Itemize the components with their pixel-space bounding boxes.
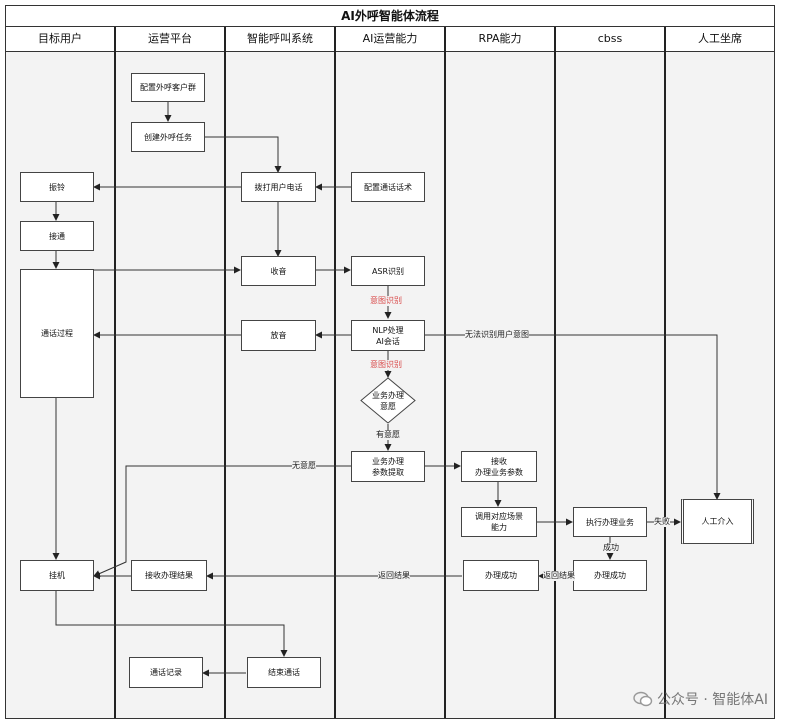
lane-header-rpa: RPA能力: [446, 27, 554, 52]
node-config-script[interactable]: 配置通话话术: [351, 172, 425, 202]
node-manual-intervention[interactable]: 人工介入: [681, 499, 754, 544]
diagram-title: AI外呼智能体流程: [6, 6, 774, 27]
lane-header-cbss: cbss: [556, 27, 664, 52]
edge-label-unrecognized-intent: 无法识别用户意图: [465, 330, 529, 340]
node-play-audio[interactable]: 放音: [241, 320, 316, 351]
edge-label-intent-recognition: 意图识别: [370, 296, 402, 306]
node-answer[interactable]: 接通: [20, 221, 94, 251]
watermark: 公众号 · 智能体AI: [633, 689, 768, 709]
node-receive-params[interactable]: 接收 办理业务参数: [461, 451, 537, 482]
lane-header-ops-platform: 运营平台: [116, 27, 224, 52]
edge-label-failed: 失败: [654, 517, 670, 527]
edge-label-return-result: 返回结果: [378, 571, 410, 581]
node-call-process[interactable]: 通话过程: [20, 269, 94, 398]
lane-divider: [224, 27, 226, 718]
lane-divider: [554, 27, 556, 718]
edge-label-return-result: 返回结果: [543, 571, 575, 581]
edge-label-no-intent: 无意愿: [292, 461, 316, 471]
node-receive-result[interactable]: 接收办理结果: [131, 560, 207, 591]
lane-header-agent: 人工坐席: [666, 27, 774, 52]
node-call-record[interactable]: 通话记录: [129, 657, 203, 688]
edge-label-has-intent: 有意愿: [376, 430, 400, 440]
edge-extract-to-hangup: [93, 465, 351, 577]
node-asr[interactable]: ASR识别: [351, 256, 425, 286]
edge-label-intent-recognition: 意图识别: [370, 360, 402, 370]
node-create-call-task[interactable]: 创建外呼任务: [131, 122, 205, 152]
node-config-customer-group[interactable]: 配置外呼客户群: [131, 73, 205, 102]
node-execute-business[interactable]: 执行办理业务: [573, 507, 647, 537]
node-ring[interactable]: 振铃: [20, 172, 94, 202]
node-end-call[interactable]: 结束通话: [247, 657, 321, 688]
edge-create-to-dial: [205, 136, 282, 173]
watermark-text: 公众号 · 智能体AI: [656, 692, 768, 708]
edge-hangup-to-end: [55, 591, 288, 657]
node-cbss-success[interactable]: 办理成功: [573, 560, 647, 591]
lane-header-ai-ops: AI运营能力: [336, 27, 444, 52]
node-listen[interactable]: 收音: [241, 256, 316, 286]
node-hang-up[interactable]: 挂机: [20, 560, 94, 591]
wechat-icon: [633, 691, 653, 707]
node-extract-params[interactable]: 业务办理 参数提取: [351, 451, 425, 482]
node-invoke-scenario[interactable]: 调用对应场景 能力: [461, 507, 537, 537]
lane-divider: [444, 27, 446, 718]
lane-divider: [334, 27, 336, 718]
lane-divider: [664, 27, 666, 718]
edge-label-success: 成功: [603, 543, 619, 553]
lane-header-call-system: 智能呼叫系统: [226, 27, 334, 52]
node-rpa-success[interactable]: 办理成功: [463, 560, 539, 591]
node-dial-user[interactable]: 拨打用户电话: [241, 172, 316, 202]
node-intent-decision-shape: [360, 377, 416, 424]
lane-divider: [114, 27, 116, 718]
node-nlp-ai-session[interactable]: NLP处理 AI会话: [351, 320, 425, 351]
node-intent-decision[interactable]: 业务办理 意愿: [372, 391, 404, 411]
lane-header-target-user: 目标用户: [6, 27, 114, 52]
